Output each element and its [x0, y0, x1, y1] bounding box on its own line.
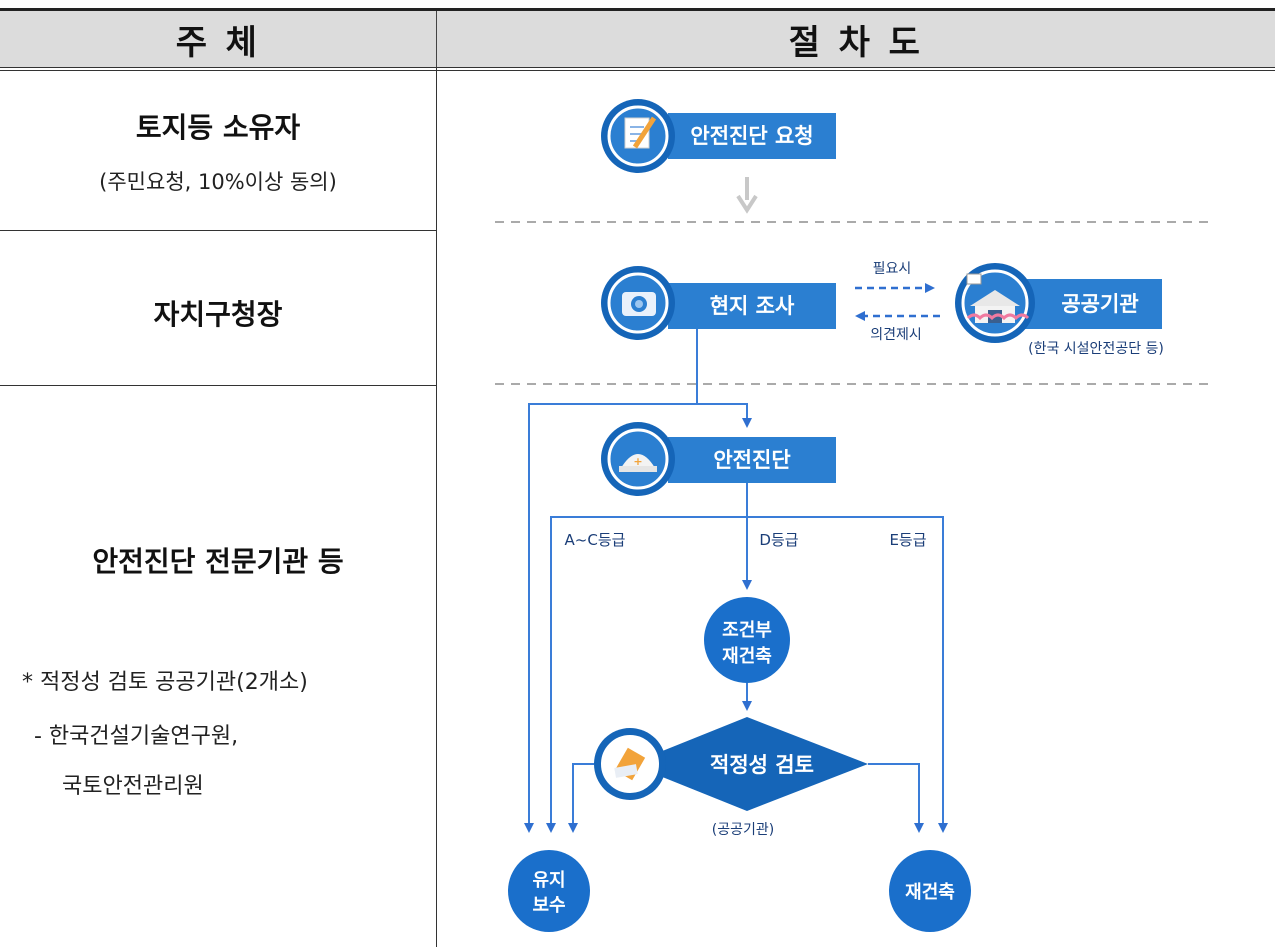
table-header: 주 체 절 차 도: [0, 11, 1275, 67]
notepad-icon: [624, 116, 657, 149]
if-needed-label: 필요시: [873, 261, 912, 277]
header-rule-double: [0, 70, 1275, 71]
column-divider: [436, 67, 437, 947]
subject-ward-head: 자치구청장: [153, 298, 283, 331]
agency-note-line1: * 적정성 검토 공공기관(2개소): [22, 670, 308, 695]
grade-d-label: D등급: [759, 531, 798, 549]
maintenance-node: [508, 850, 590, 932]
public-agency-sub-label: (한국 시설안전공단 등): [1028, 341, 1164, 357]
agency-note-line2: - 한국건설기술연구원,: [34, 724, 239, 749]
public-agency-node: [955, 263, 1162, 343]
connector-e-grade: [747, 516, 948, 833]
maintenance-line2: 보수: [532, 895, 565, 916]
row-divider: [0, 385, 436, 386]
agency-note-line3: 국토안전관리원: [62, 774, 204, 799]
request-label: 안전진단 요청: [690, 124, 813, 148]
rebuild-label: 재건축: [905, 882, 955, 903]
conditional-rebuild-node: [704, 597, 790, 683]
opinion-label: 의견제시: [870, 327, 922, 343]
subject-owner-sub: (주민요청, 10%이상 동의): [99, 170, 337, 194]
survey-node: [601, 266, 836, 340]
request-node: [601, 99, 836, 173]
conditional-rebuild-line2: 재건축: [722, 646, 772, 667]
grade-ac-label: A~C등급: [565, 531, 626, 549]
connector-survey-to-diagnosis: [697, 403, 752, 428]
review-sub-label: (공공기관): [712, 822, 774, 838]
header-procedure: 절 차 도: [788, 22, 924, 63]
conditional-rebuild-line1: 조건부: [722, 620, 772, 641]
review-node-icon: [594, 728, 666, 800]
review-diamond: [630, 717, 868, 811]
survey-label: 현지 조사: [710, 294, 795, 318]
connector-review-to-maintenance: [568, 763, 594, 833]
connector-ac-grade: [546, 516, 747, 833]
row-divider: [0, 230, 436, 231]
subject-agency-title: 안전진단 전문기관 등: [92, 545, 344, 578]
down-arrow-icon: [736, 177, 758, 214]
government-building-icon: [966, 273, 1030, 323]
subject-owner-title: 토지등 소유자: [135, 111, 301, 144]
header-rule: [0, 67, 1275, 68]
review-label: 적정성 검토: [710, 753, 814, 777]
dome-building-icon: +: [619, 454, 657, 472]
connector-review-to-rebuild: [868, 763, 924, 833]
rebuild-node: [889, 850, 971, 932]
maintenance-line1: 유지: [532, 870, 565, 891]
diagnosis-node: +: [601, 422, 836, 496]
grade-e-label: E등급: [889, 531, 926, 549]
top-rule: [0, 8, 1275, 11]
svg-text:+: +: [633, 455, 642, 468]
public-agency-label: 공공기관: [1061, 292, 1138, 316]
connector-survey-to-maintenance: [524, 329, 698, 833]
camera-icon: [622, 292, 656, 316]
diagnosis-label: 안전진단: [713, 448, 790, 472]
header-subject: 주 체: [0, 11, 437, 67]
